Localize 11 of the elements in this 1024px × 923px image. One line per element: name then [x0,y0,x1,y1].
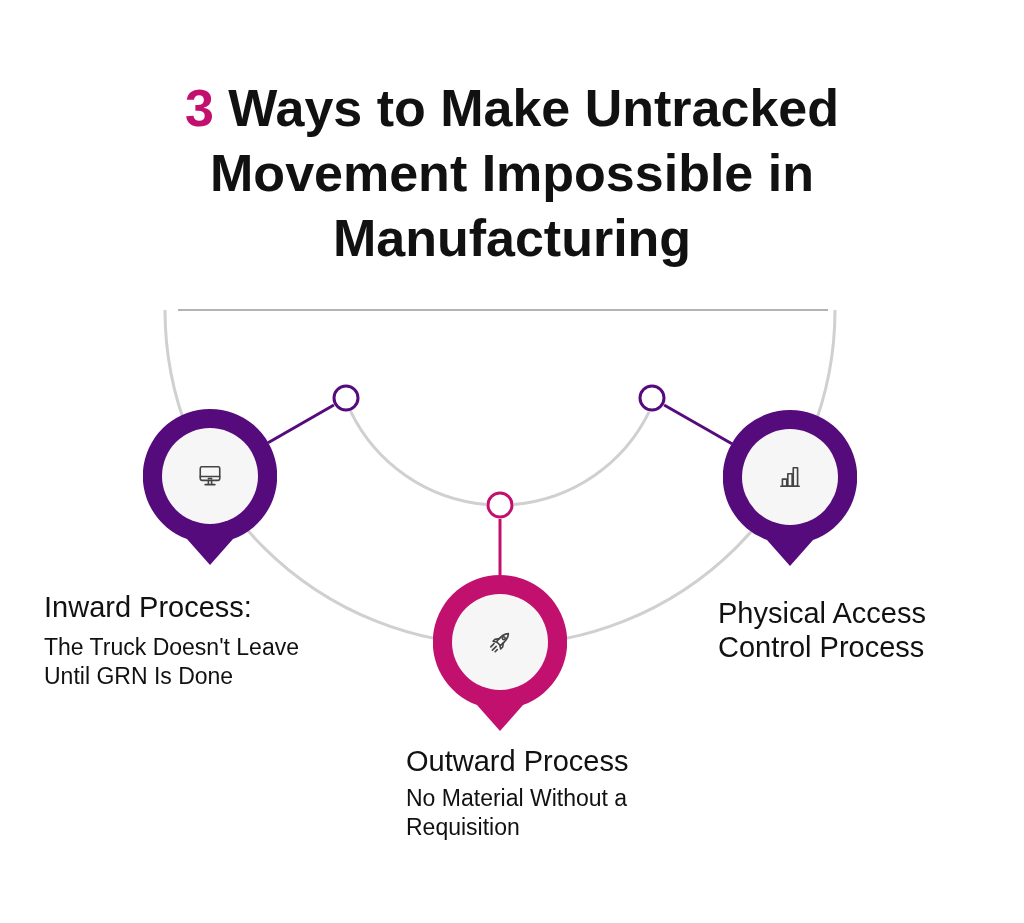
connector-arc [513,411,651,506]
step-heading: Physical Access Control Process [718,596,927,664]
connector-line [267,403,335,444]
connector-arc [349,410,487,506]
connector-line [498,519,502,575]
step-heading: Inward Process: [44,590,253,624]
connector-line [663,403,733,445]
step-description: No Material Without a Requisition [406,784,629,842]
step-heading: Outward Process [406,744,630,778]
step-description: The Truck Doesn't Leave Until GRN Is Done [44,633,300,691]
title-heading: 3 Ways to Make Untracked Movement Impossible in Manufacturing [183,78,841,269]
